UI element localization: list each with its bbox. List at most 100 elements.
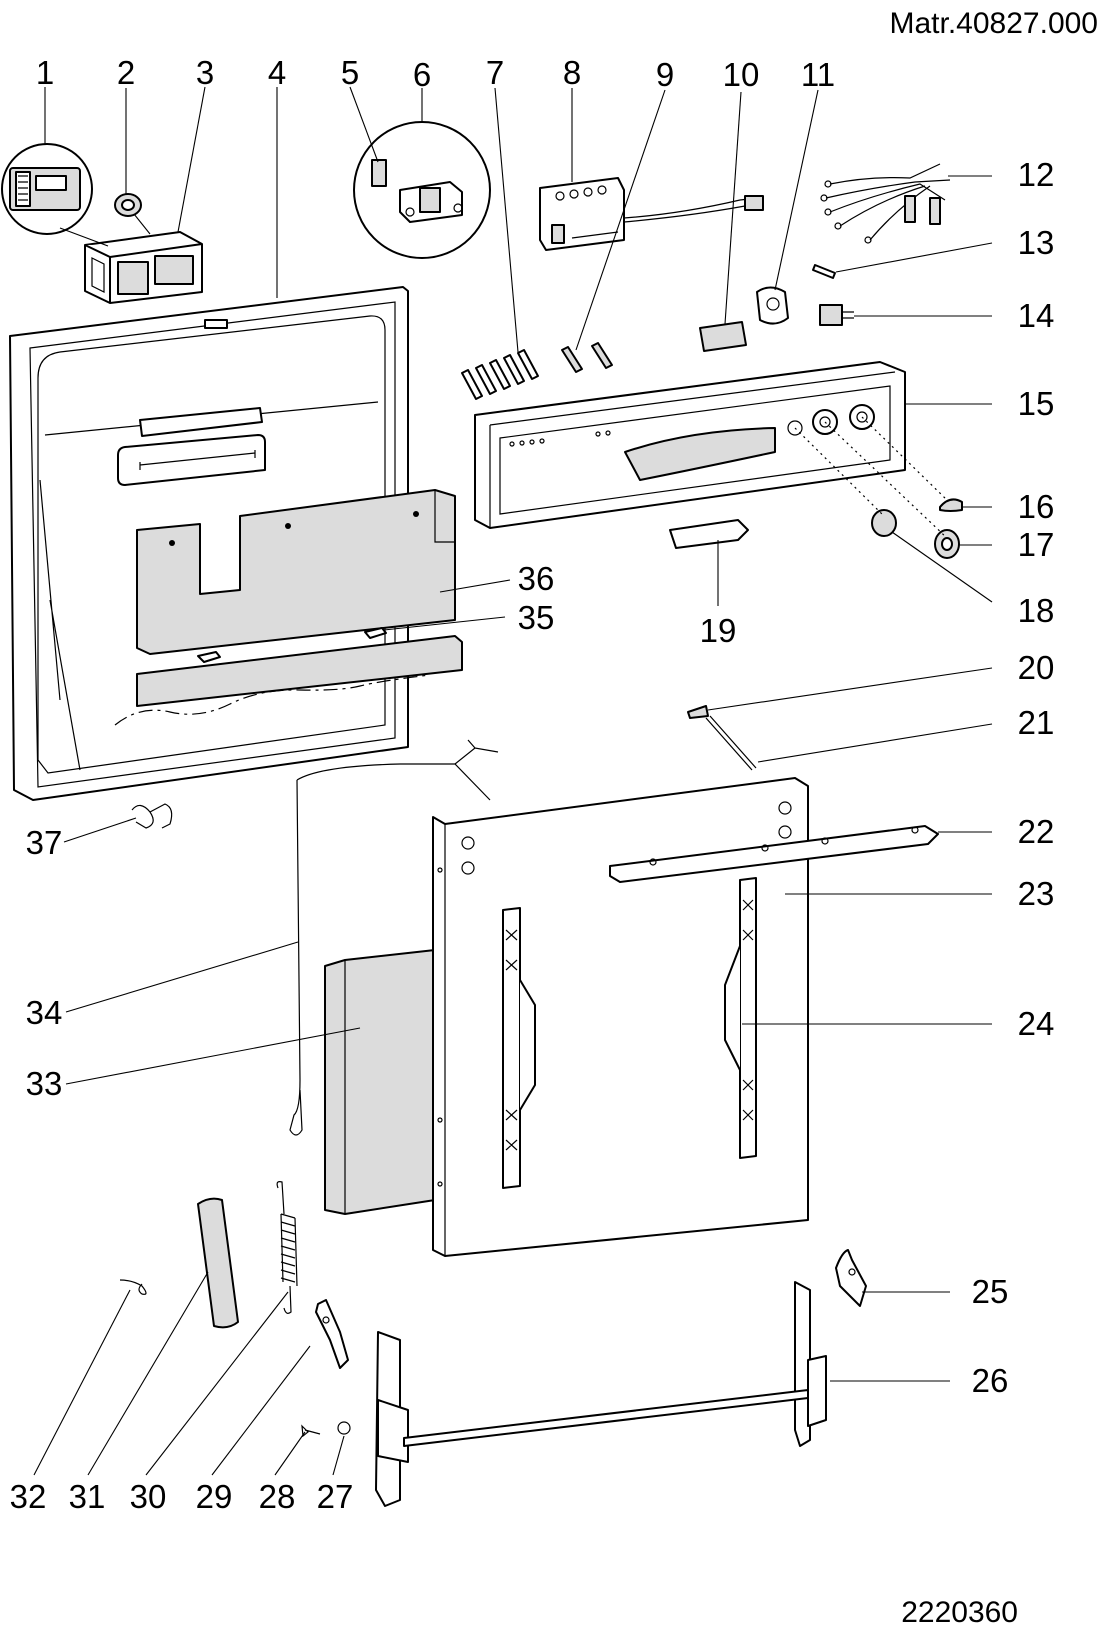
- part-34-cable: [289, 739, 499, 1136]
- part-36-lower-strip: [114, 635, 463, 726]
- part-13-fuse: [812, 264, 836, 279]
- leader-11: [774, 89, 819, 291]
- callout-17: 17: [1018, 526, 1055, 563]
- part-3-control-module: [84, 231, 203, 304]
- callout-27: 27: [317, 1478, 354, 1515]
- part-33-counterweight-panel: [324, 949, 436, 1215]
- leader-3: [177, 86, 206, 233]
- part-22-top-rail: [609, 825, 939, 883]
- leader-5: [349, 86, 379, 163]
- leader-28: [274, 1431, 306, 1476]
- callout-31: 31: [69, 1478, 106, 1515]
- part-37-wire: [131, 803, 173, 829]
- leader-27: [332, 1435, 345, 1476]
- part-21-pin: [705, 715, 757, 771]
- part-24-rail-right: [724, 877, 757, 1159]
- callout-2: 2: [117, 54, 135, 91]
- callout-34: 34: [26, 994, 63, 1031]
- leader-37: [63, 817, 137, 843]
- callout-37: 37: [26, 824, 63, 861]
- part-26-hinge-frame: [375, 1281, 827, 1507]
- callout-24: 24: [1018, 1005, 1055, 1042]
- callout-22: 22: [1018, 813, 1055, 850]
- leader-30: [145, 1291, 289, 1476]
- part-29-hinge-lever: [315, 1299, 349, 1369]
- callout-32: 32: [10, 1478, 47, 1515]
- callout-3: 3: [196, 54, 214, 91]
- part-24-rail-left: [502, 907, 536, 1189]
- part-10-small-board: [699, 321, 747, 352]
- callout-1: 1: [36, 54, 54, 91]
- part-12-wiring-harness: [820, 163, 951, 244]
- leader-32: [33, 1289, 131, 1476]
- drawing-number: 2220360: [901, 1596, 1018, 1629]
- leader-21: [757, 723, 993, 763]
- part-27-washer: [337, 1421, 351, 1435]
- part-16-button: [939, 498, 963, 512]
- part-28-screw: [301, 1424, 321, 1438]
- part-7-terminals: [461, 349, 539, 400]
- callout-16: 16: [1018, 488, 1055, 525]
- part-18-knob: [871, 509, 897, 537]
- part-31-handle: [197, 1197, 239, 1329]
- alignment-lines: [794, 416, 948, 539]
- part-2-grommet: [114, 193, 142, 217]
- callout-19: 19: [700, 612, 737, 649]
- callout-20: 20: [1018, 649, 1055, 686]
- callout-12: 12: [1018, 156, 1055, 193]
- part-1-module-detail: [1, 143, 93, 235]
- callout-9: 9: [656, 56, 674, 93]
- part-32-clip: [119, 1279, 147, 1295]
- callout-33: 33: [26, 1065, 63, 1102]
- part-17-knob: [934, 529, 960, 559]
- leader-20: [707, 667, 993, 711]
- callout-21: 21: [1018, 704, 1055, 741]
- leader-29: [211, 1345, 311, 1476]
- leader-10: [724, 91, 742, 325]
- part-20-spacer: [687, 705, 709, 719]
- part-30-spring: [276, 1181, 298, 1314]
- part-15-control-panel: [474, 361, 906, 529]
- callout-15: 15: [1018, 385, 1055, 422]
- leader-36: [439, 579, 511, 593]
- leader-33: [65, 1027, 361, 1085]
- callout-8: 8: [563, 54, 581, 91]
- part-8-electronic-board: [539, 177, 764, 251]
- material-number: Matr.40827.000: [890, 7, 1099, 40]
- callout-35: 35: [518, 599, 555, 636]
- callout-25: 25: [972, 1273, 1009, 1310]
- leader-34: [65, 941, 299, 1013]
- part-14-connector: [819, 304, 854, 326]
- part-35-clip-left: [197, 651, 221, 663]
- callout-5: 5: [341, 54, 359, 91]
- callout-14: 14: [1018, 297, 1055, 334]
- callout-6: 6: [413, 56, 431, 93]
- callout-26: 26: [972, 1362, 1009, 1399]
- part-9-connectors: [561, 342, 613, 373]
- part-36-insulation-panel: [136, 489, 456, 655]
- callout-36: 36: [518, 560, 555, 597]
- part-11-selector-switch: [756, 286, 789, 325]
- callout-23: 23: [1018, 875, 1055, 912]
- leader-7: [494, 87, 519, 353]
- callout-29: 29: [196, 1478, 233, 1515]
- part-25-hinge-lever: [835, 1249, 867, 1307]
- callout-7: 7: [486, 54, 504, 91]
- leader-18: [891, 531, 993, 603]
- callout-28: 28: [259, 1478, 296, 1515]
- callout-13: 13: [1018, 224, 1055, 261]
- leader-35: [383, 616, 506, 631]
- leader-2: [125, 88, 151, 235]
- part-19-bracket: [669, 519, 749, 549]
- callout-18: 18: [1018, 592, 1055, 629]
- callout-4: 4: [268, 54, 286, 91]
- leader-13: [835, 242, 993, 273]
- leader-31: [87, 1271, 209, 1476]
- callout-10: 10: [723, 56, 760, 93]
- part-35-clip-right: [364, 627, 387, 639]
- part-6-door-lock-detail: [353, 121, 491, 259]
- callout-30: 30: [130, 1478, 167, 1515]
- part-23-outer-door-panel: [432, 777, 809, 1257]
- leader-1: [44, 87, 109, 247]
